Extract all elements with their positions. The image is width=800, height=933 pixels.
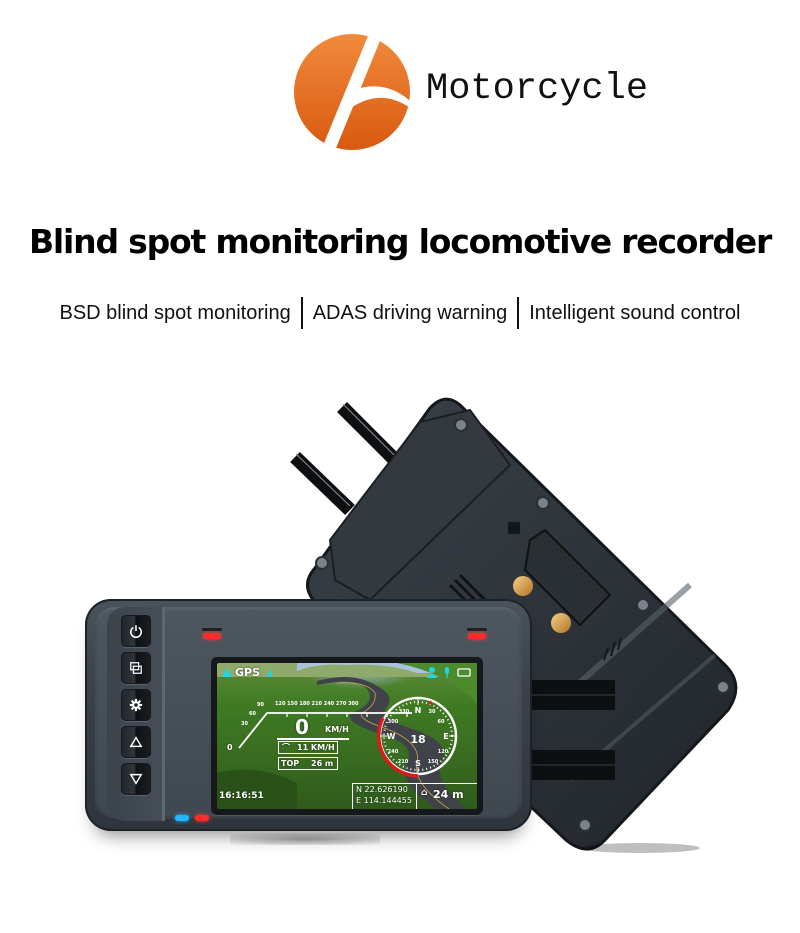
avg-speed-value: 11 KM/H <box>297 743 335 752</box>
gear-icon <box>129 698 143 712</box>
altitude-icon: ⌂ <box>421 788 428 798</box>
divider <box>277 738 349 740</box>
gps-label: GPS <box>235 666 261 679</box>
time-display: 16:16:51 <box>219 791 264 801</box>
altitude-value: 24 m <box>433 788 464 801</box>
speed-value: 0 <box>295 715 309 739</box>
compass-heading: 18 <box>410 733 425 746</box>
svg-text:N: N <box>415 706 422 715</box>
satellite-icon <box>222 668 232 677</box>
svg-text:E: E <box>443 732 448 741</box>
down-button[interactable] <box>121 763 151 795</box>
led-slot <box>467 628 487 631</box>
latitude: N 22.626190 <box>356 785 408 794</box>
divider <box>416 784 417 809</box>
led-indicator-red <box>468 633 486 639</box>
divider <box>300 297 303 329</box>
svg-text:150: 150 <box>428 759 439 765</box>
speed-scale-zero: 0 <box>227 743 233 752</box>
svg-text:240: 240 <box>388 749 399 755</box>
brand-logo <box>292 33 412 151</box>
svg-text:30: 30 <box>241 721 248 727</box>
led-indicator-red <box>195 815 209 821</box>
svg-text:120: 120 <box>438 749 449 755</box>
led-indicator-red <box>203 633 221 639</box>
svg-text:W: W <box>387 732 396 741</box>
button-column <box>107 607 165 821</box>
avg-speed-box: ⌒ 11 KM/H <box>278 741 338 754</box>
battery-icon <box>457 668 471 677</box>
cable <box>290 402 405 516</box>
user-icon <box>427 667 437 678</box>
feature-bsd: BSD blind spot monitoring <box>59 301 291 324</box>
microphone-icon <box>445 667 449 678</box>
feature-sound-control: Intelligent sound control <box>529 301 741 324</box>
svg-text:60: 60 <box>249 711 256 717</box>
speed-unit: KM/H <box>325 725 349 734</box>
mode-switch-button[interactable] <box>121 652 151 684</box>
settings-button[interactable] <box>121 689 151 721</box>
feature-list: BSD blind spot monitoring ADAS driving w… <box>0 297 800 329</box>
top-label: TOP <box>281 759 300 768</box>
led-slot <box>202 628 222 631</box>
svg-text:60: 60 <box>438 719 445 725</box>
power-icon <box>129 625 143 638</box>
page-title: Blind spot monitoring locomotive recorde… <box>28 222 772 261</box>
top-value: 26 m <box>311 759 334 768</box>
svg-text:300: 300 <box>388 719 399 725</box>
svg-text:S: S <box>415 759 421 768</box>
longitude: E 114.144455 <box>356 796 412 805</box>
svg-text:210: 210 <box>398 759 409 765</box>
led-indicator-blue <box>175 815 189 821</box>
shadow <box>230 833 380 845</box>
orange-circle-b-logo-icon <box>294 34 410 150</box>
avg-speed-icon: ⌒ <box>282 743 290 752</box>
gps-coordinates-box: N 22.626190 E 114.144455 ⌂ 24 m <box>352 783 477 809</box>
top-altitude-box: TOP 26 m <box>278 757 338 770</box>
brand-name: Motorcycle <box>426 68 649 110</box>
mode-switch-icon <box>130 662 142 674</box>
down-arrow-icon <box>129 773 143 785</box>
speed-scale-label: 120 150 180 210 240 270 300 <box>275 701 359 707</box>
divider <box>517 297 520 329</box>
signal-bars-icon <box>267 670 272 677</box>
svg-text:90: 90 <box>257 702 264 708</box>
svg-text:330: 330 <box>399 709 410 715</box>
feature-adas: ADAS driving warning <box>312 301 508 324</box>
power-button[interactable] <box>121 615 151 647</box>
up-arrow-icon <box>129 736 143 748</box>
up-button[interactable] <box>121 726 151 758</box>
svg-text:30: 30 <box>429 709 436 715</box>
